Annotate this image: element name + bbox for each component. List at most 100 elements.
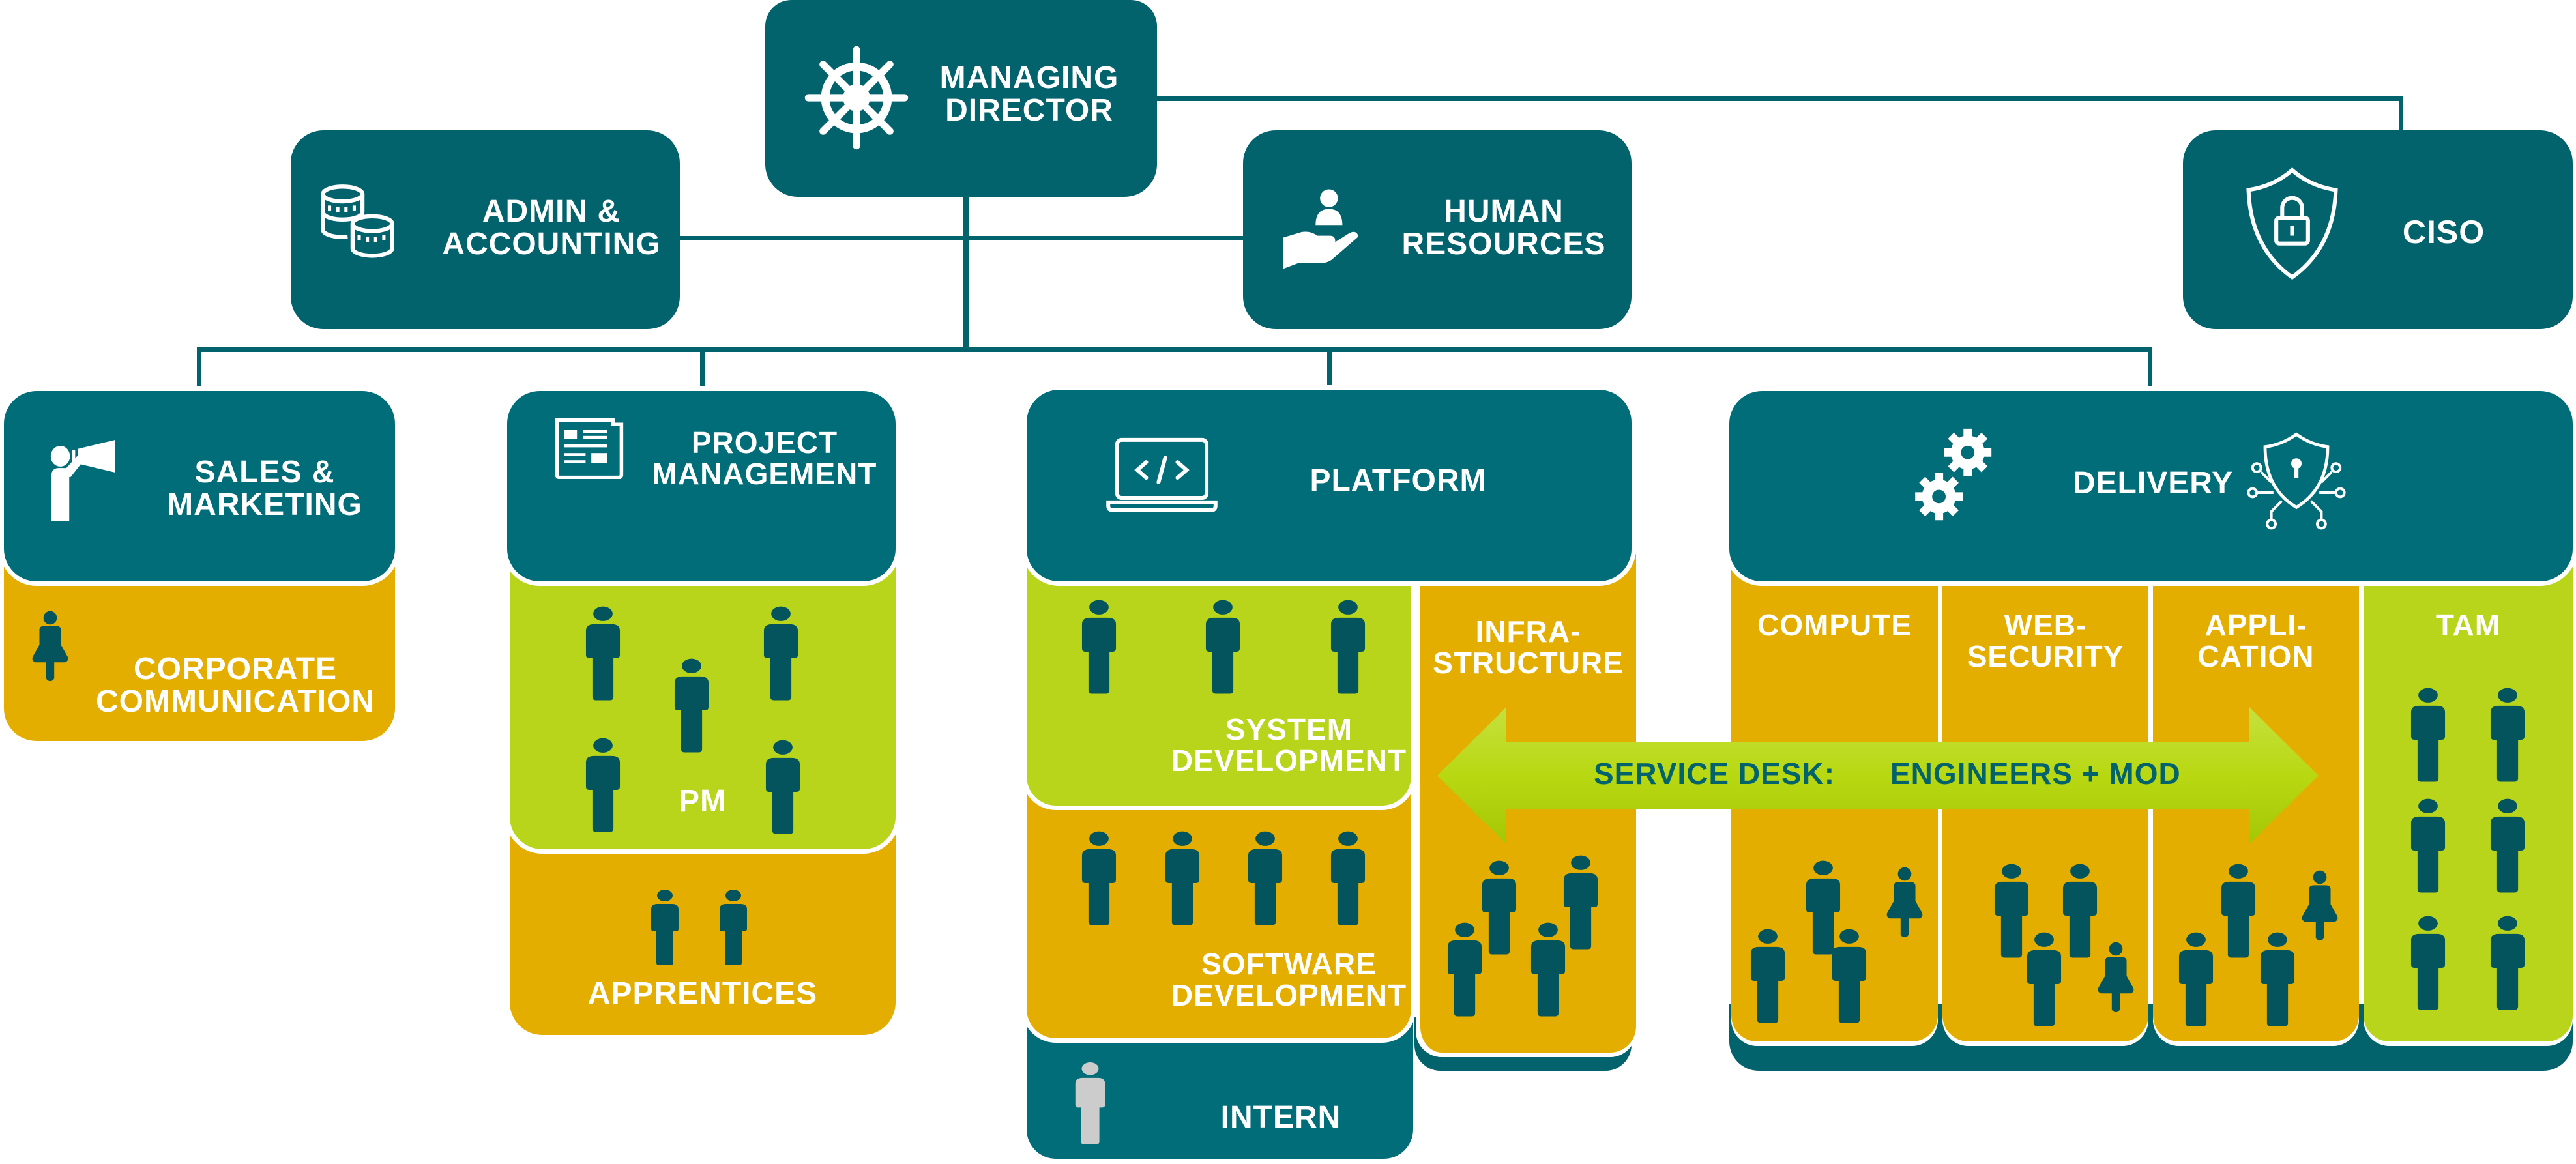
person-icon xyxy=(2218,864,2259,961)
label-line: Appli- xyxy=(2204,608,2307,642)
person-icon xyxy=(1748,929,1788,1026)
label-line: Accounting xyxy=(442,227,661,262)
person-icon xyxy=(2408,798,2448,896)
connector-platform xyxy=(1327,347,1332,392)
person-icon xyxy=(1444,922,1485,1020)
laptop-code-icon xyxy=(1105,435,1219,514)
connector-admin-hr xyxy=(680,236,1244,240)
service-desk-arrow xyxy=(1437,707,2319,844)
service-desk-detail: Engineers + MOD xyxy=(1890,757,2181,791)
pm-label: PM xyxy=(679,784,727,819)
person-icon xyxy=(1079,831,1119,929)
person-icon xyxy=(1203,600,1243,697)
connector-md-ciso-horizontal xyxy=(1157,96,2403,101)
project-management-box[interactable]: Project Management xyxy=(507,391,896,581)
compute-label: Compute xyxy=(1757,608,1912,642)
person-icon xyxy=(1162,831,1203,929)
ciso-box[interactable]: CISO xyxy=(2183,130,2573,329)
person-icon xyxy=(1479,860,1519,958)
double-arrow-icon xyxy=(1437,707,2319,844)
managing-director-label: Managing Director xyxy=(922,61,1137,128)
person-icon xyxy=(2060,864,2100,961)
person-icon xyxy=(2487,916,2528,1013)
software-development-team[interactable]: Software Development xyxy=(1027,769,1411,1038)
connector-md-ciso-vertical xyxy=(2399,96,2403,132)
sales-marketing-box[interactable]: Sales & Marketing xyxy=(4,391,395,581)
label-line: Security xyxy=(1967,639,2124,674)
apprentices-label: Apprentices xyxy=(587,976,818,1011)
label-line: Management xyxy=(652,457,877,491)
ship-wheel-icon xyxy=(804,46,909,150)
newspaper-icon xyxy=(554,417,626,479)
person-icon xyxy=(2024,932,2064,1030)
admin-accounting-box[interactable]: Admin & Accounting xyxy=(291,130,680,329)
delivery-box[interactable]: Delivery xyxy=(1729,391,2573,581)
person-female-icon xyxy=(2300,867,2340,948)
label-line: structure xyxy=(1433,646,1624,680)
megaphone-person-icon xyxy=(50,440,124,521)
infrastructure-label: Infra- structure xyxy=(1420,616,1636,679)
shield-lock-icon xyxy=(2242,166,2343,280)
connector-pm xyxy=(700,347,705,393)
human-resources-box[interactable]: Human Resources xyxy=(1243,130,1632,329)
connector-md-vertical xyxy=(963,196,969,352)
service-desk-label: Service Desk: xyxy=(1594,757,1836,791)
person-female-icon xyxy=(1884,864,1925,945)
shield-circuit-icon xyxy=(2244,430,2349,534)
person-icon xyxy=(1079,600,1119,697)
ciso-label: CISO xyxy=(2402,214,2485,250)
person-icon xyxy=(1328,831,1368,929)
label-line: Sales & xyxy=(194,455,335,489)
software-development-label: Software Development xyxy=(1167,948,1411,1011)
person-icon xyxy=(761,606,801,704)
application-label: Appli- cation xyxy=(2153,609,2359,673)
apprentices-team[interactable]: Apprentices xyxy=(510,815,896,1035)
person-icon xyxy=(1560,855,1601,953)
label-line: Web- xyxy=(2004,608,2087,642)
label-line: Development xyxy=(1171,978,1407,1013)
managing-director-box[interactable]: Managing Director xyxy=(765,0,1157,197)
system-development-team[interactable]: System Development xyxy=(1027,554,1411,806)
person-icon xyxy=(583,606,623,704)
corporate-communication-label: Corporate Communication xyxy=(82,652,388,719)
project-management-label: Project Management xyxy=(637,427,892,490)
gears-icon xyxy=(1912,427,1997,525)
person-icon xyxy=(717,890,750,968)
connector-bus xyxy=(197,347,2152,352)
person-icon xyxy=(1803,860,1843,958)
delivery-label: Delivery xyxy=(2072,466,2234,501)
person-icon xyxy=(1245,831,1285,929)
system-development-label: System Development xyxy=(1167,714,1411,777)
label-line: Admin & xyxy=(482,194,621,229)
label-line: Development xyxy=(1171,744,1407,778)
person-icon xyxy=(1328,600,1368,697)
person-icon xyxy=(2487,798,2528,896)
label-line: Corporate xyxy=(133,652,338,686)
person-icon xyxy=(2487,688,2528,785)
corporate-communication-team[interactable]: Corporate Communication xyxy=(4,581,395,741)
person-female-icon xyxy=(2096,938,2136,1020)
person-icon xyxy=(2408,916,2448,1013)
label-line: Project xyxy=(691,426,838,459)
platform-label: Platform xyxy=(1310,463,1487,498)
admin-accounting-label: Admin & Accounting xyxy=(441,194,662,262)
intern-label: Intern xyxy=(1220,1100,1341,1135)
sales-marketing-label: Sales & Marketing xyxy=(147,456,382,522)
coins-icon xyxy=(317,182,402,261)
pm-team[interactable]: PM xyxy=(510,547,896,849)
label-line: Marketing xyxy=(167,487,362,523)
label-line: cation xyxy=(2197,639,2315,674)
human-resources-label: Human Resources xyxy=(1393,195,1615,262)
platform-box[interactable]: Platform xyxy=(1027,390,1632,581)
person-icon xyxy=(583,738,623,836)
label-line: Managing xyxy=(939,61,1119,95)
connector-delivery xyxy=(2148,347,2152,393)
tam-label: TAM xyxy=(2435,608,2501,642)
person-intern-icon xyxy=(1072,1062,1108,1147)
person-icon xyxy=(1829,929,1869,1026)
person-icon xyxy=(649,890,681,968)
label-line: Resources xyxy=(1401,227,1606,262)
person-icon xyxy=(1991,864,2032,961)
tam-team[interactable]: TAM xyxy=(2364,560,2573,1041)
label-line: Infra- xyxy=(1475,615,1581,648)
